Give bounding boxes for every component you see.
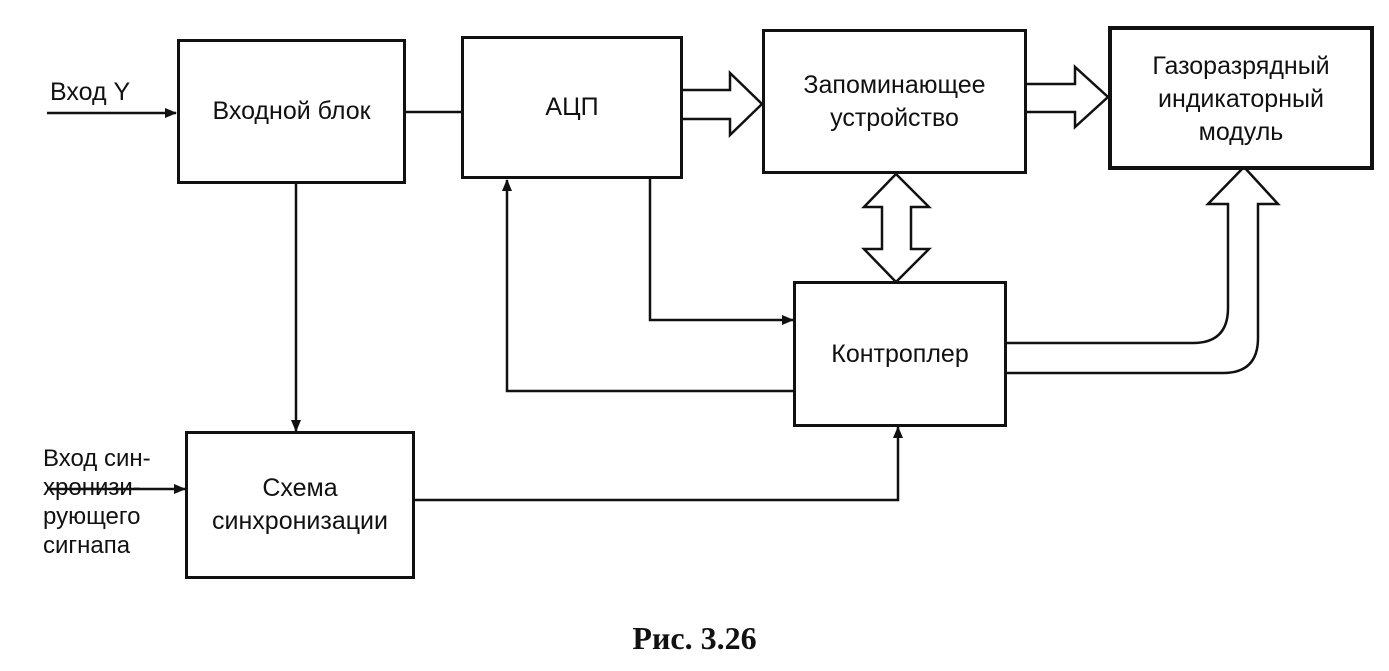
memory-block: Запоминающее устройство bbox=[762, 29, 1027, 174]
sync-input-line-3: рующего bbox=[43, 503, 141, 530]
adc-label: АЦП bbox=[545, 93, 599, 121]
display-label-line-2: индикаторный bbox=[1158, 85, 1324, 113]
controller-block: Контроплер bbox=[793, 281, 1007, 427]
adc-to-memory-bus-arrow bbox=[683, 70, 764, 138]
display-label-line-1: Газоразрядный bbox=[1152, 52, 1330, 80]
adc-to-controller-arrow bbox=[648, 178, 794, 325]
input-block-label: Входной блок bbox=[212, 97, 371, 125]
adc-block: АЦП bbox=[461, 36, 683, 179]
sync-to-controller-arrow bbox=[414, 426, 903, 502]
input-y-label: Вход Y bbox=[50, 78, 131, 106]
controller-label: Контроплер bbox=[831, 339, 969, 368]
display-module-block: Газоразрядный индикаторный модуль bbox=[1108, 26, 1374, 170]
sync-scheme-block: Схема синхронизации bbox=[185, 431, 415, 579]
sync-input-line-2: хронизи- bbox=[43, 474, 141, 501]
input-block: Входной блок bbox=[177, 39, 406, 184]
memory-label-line-2: устройство bbox=[830, 103, 959, 132]
memory-to-display-bus-arrow bbox=[1026, 64, 1110, 130]
sync-label-line-1: Схема bbox=[262, 474, 338, 502]
sync-input-line-4: сигнапа bbox=[43, 532, 131, 559]
figure-caption: Рис. 3.26 bbox=[632, 620, 757, 656]
controller-to-adc-arrow bbox=[502, 179, 795, 393]
controller-to-display-bus-arrow bbox=[1006, 165, 1281, 375]
display-label-line-3: модуль bbox=[1198, 118, 1284, 146]
sync-input-label: Вход син- хронизи- рующего сигнапа bbox=[43, 444, 151, 560]
memory-label-line-1: Запоминающее bbox=[803, 70, 986, 99]
memory-controller-bus-arrow bbox=[861, 172, 933, 284]
sync-label-line-2: синхронизации bbox=[212, 507, 388, 535]
sync-input-line-1: Вход син- bbox=[43, 445, 151, 472]
